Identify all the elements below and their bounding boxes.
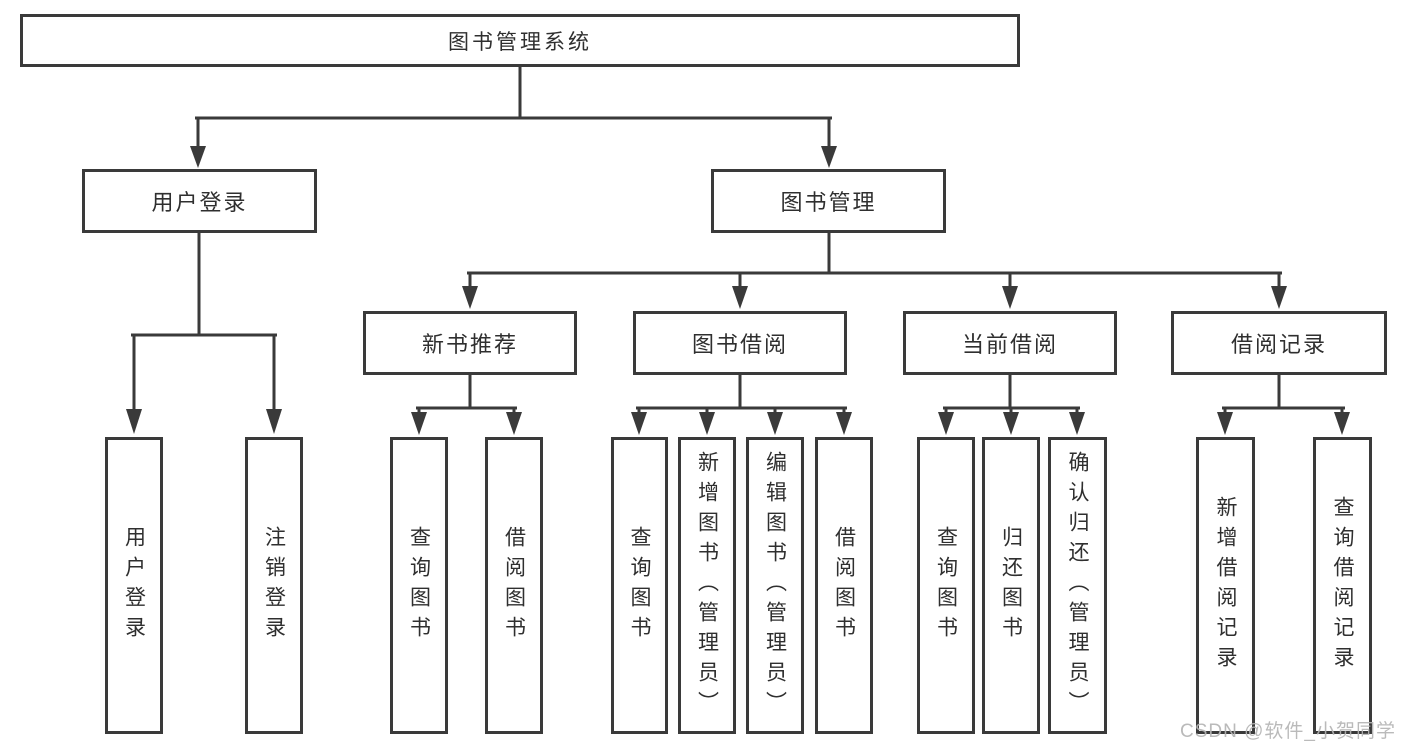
node-label: 借阅图书	[502, 525, 526, 646]
leaf-query-books-recommend: 查询图书	[390, 437, 448, 734]
node-label: 当前借阅	[961, 332, 1058, 357]
leaf-add-books-admin: 新增图书（管理员）	[678, 437, 736, 734]
leaf-borrow-books-recommend: 借阅图书	[485, 437, 543, 734]
leaf-logout: 注销登录	[245, 437, 303, 734]
connector-borrow-records-children	[1217, 373, 1350, 435]
connector-user-login-children	[126, 231, 282, 434]
node-system-root: 图书管理系统	[20, 14, 1020, 67]
leaf-return-books: 归还图书	[982, 437, 1040, 734]
node-label: 新增借阅记录	[1214, 495, 1238, 676]
connector-current-borrow-children	[938, 373, 1085, 435]
node-label: 新增图书（管理员）	[695, 450, 719, 721]
leaf-confirm-return-admin: 确认归还（管理员）	[1048, 437, 1107, 734]
node-label: 图书借阅	[691, 332, 788, 357]
connector-root-to-level2	[190, 65, 837, 168]
node-book-management: 图书管理	[711, 169, 946, 233]
node-book-borrowing: 图书借阅	[633, 311, 847, 375]
leaf-query-borrow-record: 查询借阅记录	[1313, 437, 1372, 734]
leaf-add-borrow-record: 新增借阅记录	[1196, 437, 1255, 734]
node-label: 查询图书	[934, 525, 958, 646]
leaf-query-books-current: 查询图书	[917, 437, 975, 734]
csdn-watermark: CSDN @软件_小贺同学	[1180, 721, 1396, 742]
leaf-query-books-borrow: 查询图书	[611, 437, 668, 734]
connector-book-borrow-children	[631, 373, 852, 435]
node-user-login: 用户登录	[82, 169, 317, 233]
node-label: 图书管理系统	[448, 30, 592, 54]
node-label: 新书推荐	[421, 332, 518, 357]
node-current-borrowing: 当前借阅	[903, 311, 1117, 375]
node-label: 借阅图书	[832, 525, 856, 646]
node-label: 用户登录	[122, 525, 146, 646]
node-label: 确认归还（管理员）	[1066, 450, 1090, 721]
node-label: 归还图书	[999, 525, 1023, 646]
node-new-book-recommend: 新书推荐	[363, 311, 577, 375]
node-label: 用户登录	[151, 190, 248, 215]
node-label: 编辑图书（管理员）	[763, 450, 787, 721]
node-label: 注销登录	[262, 525, 286, 646]
node-label: 借阅记录	[1230, 332, 1327, 357]
node-label: 查询图书	[407, 525, 431, 646]
leaf-edit-books-admin: 编辑图书（管理员）	[746, 437, 804, 734]
node-borrowing-records: 借阅记录	[1171, 311, 1387, 375]
node-label: 查询图书	[628, 525, 652, 646]
node-label: 图书管理	[780, 190, 877, 215]
connector-book-mgmt-children	[462, 231, 1287, 309]
connector-new-books-children	[411, 373, 522, 435]
node-label: 查询借阅记录	[1331, 495, 1355, 676]
leaf-borrow-books: 借阅图书	[815, 437, 873, 734]
leaf-user-login: 用户登录	[105, 437, 163, 734]
